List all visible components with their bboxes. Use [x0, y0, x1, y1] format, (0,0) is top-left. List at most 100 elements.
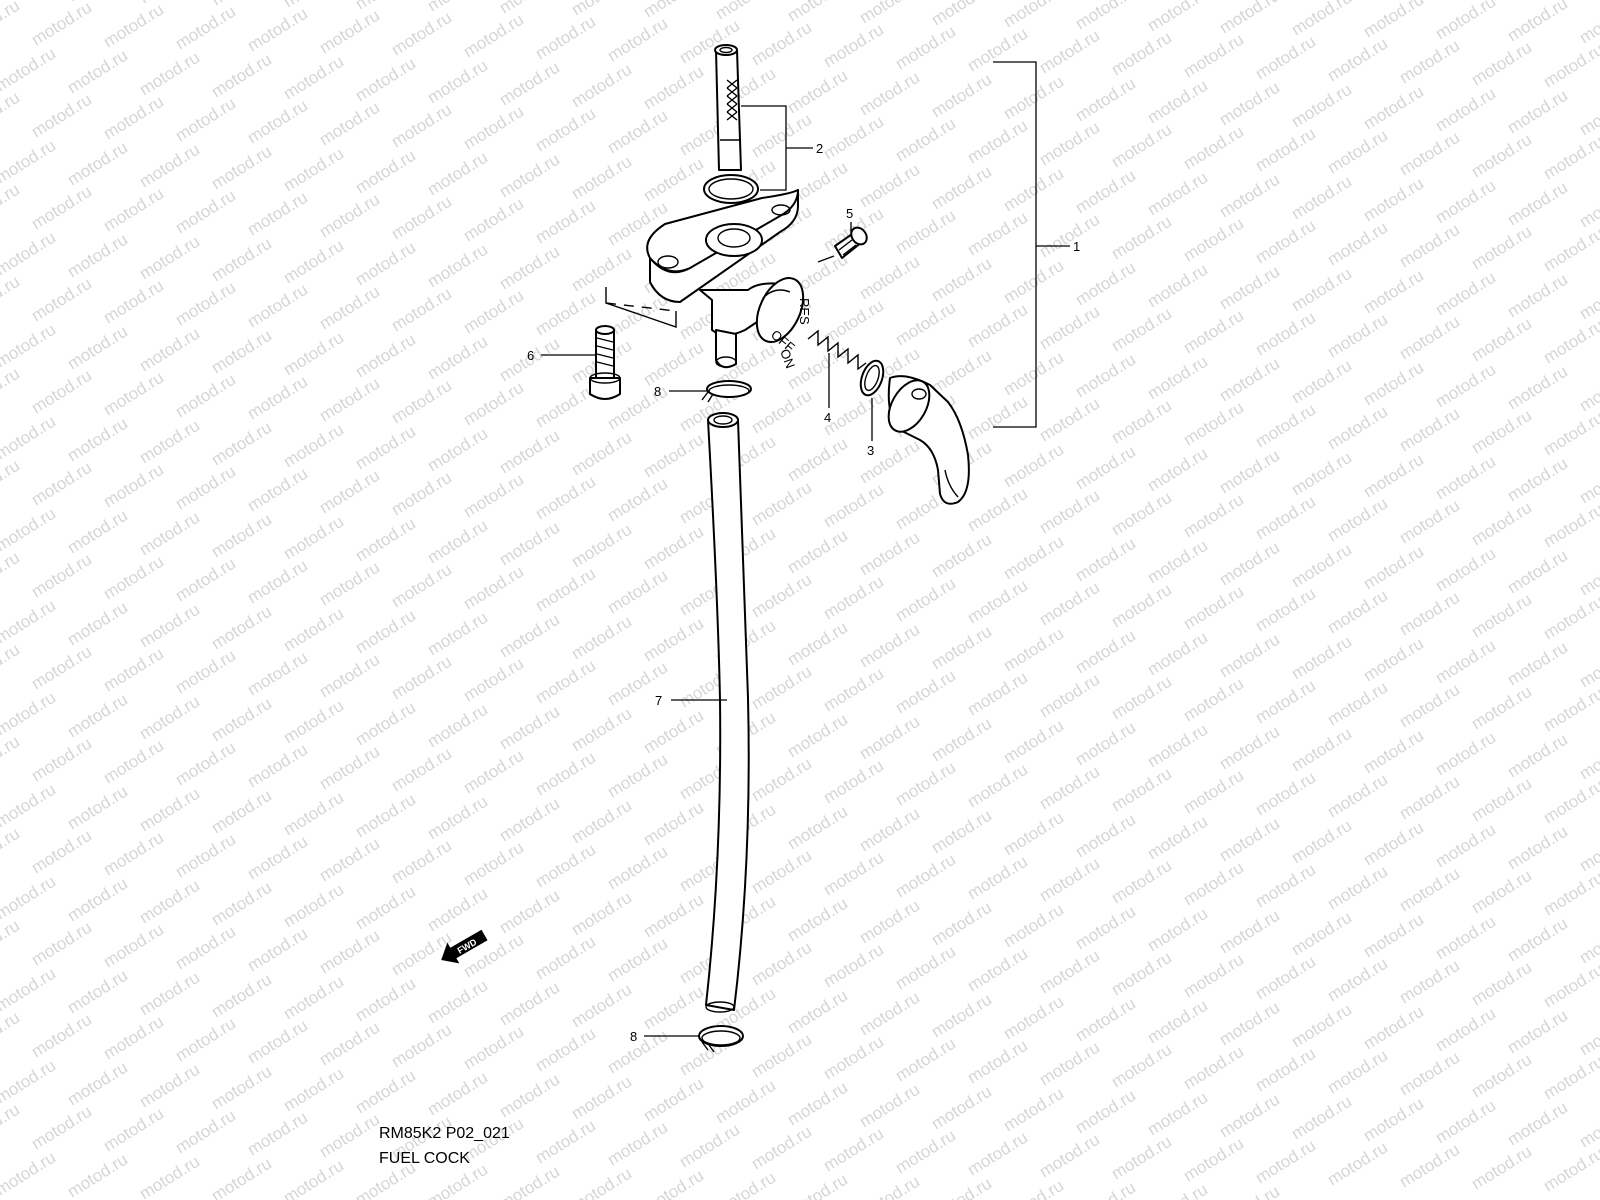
- watermark-text: motod.ru: [964, 668, 1031, 720]
- watermark-text: motod.ru: [784, 1078, 851, 1130]
- watermark-text: motod.ru: [568, 704, 635, 756]
- watermark-text: motod.ru: [604, 474, 671, 526]
- watermark-text: motod.ru: [964, 852, 1031, 904]
- watermark-text: motod.ru: [28, 1102, 95, 1154]
- watermark-text: motod.ru: [532, 472, 599, 524]
- watermark-text: motod.ru: [532, 380, 599, 432]
- watermark-text: motod.ru: [244, 464, 311, 516]
- watermark-text: motod.ru: [316, 834, 383, 886]
- watermark-text: motod.ru: [1216, 262, 1283, 314]
- watermark-text: motod.ru: [1540, 500, 1600, 552]
- watermark-text: motod.ru: [1468, 866, 1535, 918]
- watermark-text: motod.ru: [100, 1012, 167, 1064]
- watermark-text: motod.ru: [1432, 1004, 1499, 1056]
- watermark-text: motod.ru: [892, 574, 959, 626]
- watermark-text: motod.ru: [1360, 542, 1427, 594]
- watermark-text: motod.ru: [928, 70, 995, 122]
- watermark-text: motod.ru: [1216, 630, 1283, 682]
- watermark-text: motod.ru: [820, 112, 887, 164]
- screw[interactable]: [834, 225, 870, 259]
- watermark-text: motod.ru: [1396, 128, 1463, 180]
- watermark-text: motod.ru: [388, 8, 455, 60]
- watermark-text: motod.ru: [460, 378, 527, 430]
- watermark-text: motod.ru: [856, 1172, 923, 1200]
- watermark-text: motod.ru: [280, 328, 347, 380]
- watermark-text: motod.ru: [316, 374, 383, 426]
- watermark-text: motod.ru: [748, 110, 815, 162]
- watermark-text: motod.ru: [856, 68, 923, 120]
- watermark-text: motod.ru: [1000, 900, 1067, 952]
- watermark-text: motod.ru: [1216, 538, 1283, 590]
- watermark-text: motod.ru: [496, 58, 563, 110]
- watermark-text: motod.ru: [1504, 178, 1571, 230]
- watermark-text: motod.ru: [172, 370, 239, 422]
- watermark-text: motod.ru: [28, 734, 95, 786]
- diagram-title: FUEL COCK: [379, 1150, 470, 1167]
- watermark-text: motod.ru: [1324, 770, 1391, 822]
- watermark-text: motod.ru: [1324, 494, 1391, 546]
- watermark-text: motod.ru: [1360, 634, 1427, 686]
- watermark-text: motod.ru: [1468, 1142, 1535, 1194]
- watermark-text: motod.ru: [172, 922, 239, 974]
- watermark-text: motod.ru: [388, 468, 455, 520]
- watermark-text: motod.ru: [316, 98, 383, 150]
- lever-o-ring[interactable]: [856, 358, 887, 399]
- mounting-bolt[interactable]: [589, 325, 621, 400]
- callout-2: 2: [816, 141, 823, 156]
- watermark-text: motod.ru: [1036, 26, 1103, 78]
- watermark-text: motod.ru: [1396, 772, 1463, 824]
- watermark-text: motod.ru: [784, 526, 851, 578]
- watermark-text: motod.ru: [892, 22, 959, 74]
- watermark-text: motod.ru: [496, 518, 563, 570]
- watermark-text: motod.ru: [928, 346, 995, 398]
- watermark-text: motod.ru: [532, 104, 599, 156]
- watermark-text: motod.ru: [1216, 0, 1283, 37]
- watermark-text: motod.ru: [316, 1018, 383, 1070]
- callout-3: 3: [867, 443, 874, 458]
- watermark-text: motod.ru: [1396, 1140, 1463, 1192]
- watermark-text: motod.ru: [1180, 30, 1247, 82]
- hose-clamp-upper[interactable]: [701, 380, 752, 403]
- watermark-text: motod.ru: [1396, 956, 1463, 1008]
- watermark-text: motod.ru: [1144, 0, 1211, 35]
- watermark-text: motod.ru: [1504, 270, 1571, 322]
- watermark-text: motod.ru: [136, 1060, 203, 1112]
- fuel-cock-lever[interactable]: [880, 373, 970, 505]
- watermark-text: motod.ru: [1432, 1096, 1499, 1148]
- watermark-text: motod.ru: [1468, 774, 1535, 826]
- watermark-text: motod.ru: [280, 420, 347, 472]
- watermark-text: motod.ru: [208, 418, 275, 470]
- watermark-text: motod.ru: [64, 690, 131, 742]
- watermark-text: motod.ru: [856, 160, 923, 212]
- watermark-text: motod.ru: [1288, 264, 1355, 316]
- watermark-text: motod.ru: [1468, 958, 1535, 1010]
- watermark-text: motod.ru: [640, 154, 707, 206]
- watermark-text: motod.ru: [100, 368, 167, 420]
- watermark-text: motod.ru: [388, 284, 455, 336]
- spring[interactable]: [807, 329, 867, 371]
- watermark-text: motod.ru: [964, 208, 1031, 260]
- fuel-strainer[interactable]: [714, 44, 742, 171]
- hose-clamp-lower[interactable]: [698, 1025, 744, 1053]
- watermark-text: motod.ru: [1396, 404, 1463, 456]
- watermark-text: motod.ru: [136, 140, 203, 192]
- watermark-text: motod.ru: [244, 188, 311, 240]
- watermark-text: motod.ru: [496, 150, 563, 202]
- watermark-text: motod.ru: [1000, 624, 1067, 676]
- watermark-text: motod.ru: [424, 148, 491, 200]
- watermark-text: motod.ru: [136, 600, 203, 652]
- watermark-text: motod.ru: [1468, 38, 1535, 90]
- watermark-text: motod.ru: [208, 786, 275, 838]
- watermark-text: motod.ru: [136, 692, 203, 744]
- fuel-cock-body[interactable]: OFF ON RES: [646, 189, 812, 370]
- watermark-text: motod.ru: [424, 516, 491, 568]
- watermark-text: motod.ru: [1540, 132, 1600, 184]
- watermark-text: motod.ru: [0, 180, 23, 232]
- watermark-text: motod.ru: [568, 796, 635, 848]
- strainer-o-ring[interactable]: [703, 174, 759, 204]
- watermark-text: motod.ru: [856, 1080, 923, 1132]
- fuel-hose[interactable]: [705, 412, 750, 1013]
- watermark-text: motod.ru: [208, 1154, 275, 1200]
- watermark-text: motod.ru: [424, 792, 491, 844]
- callout-8-upper: 8: [654, 384, 661, 399]
